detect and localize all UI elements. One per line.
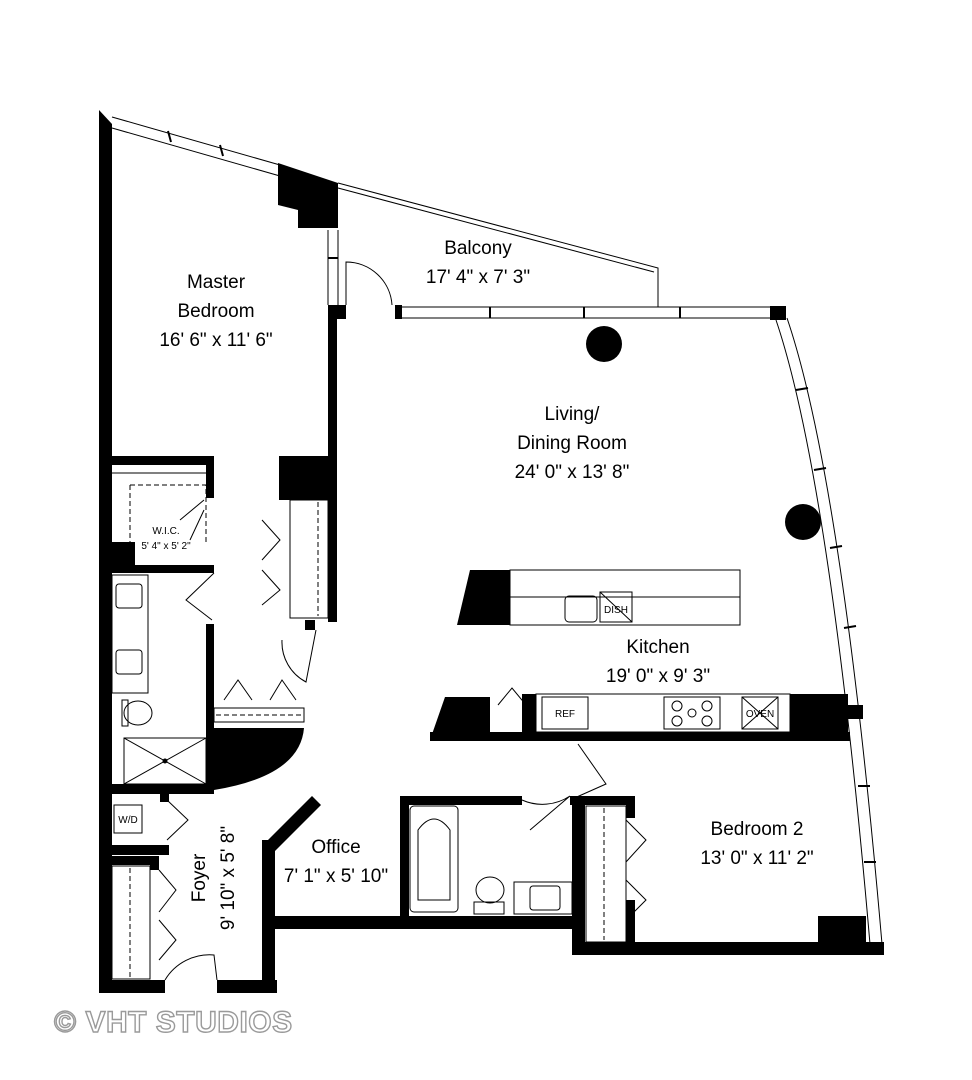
wic-east-wall xyxy=(206,456,214,498)
office-diagonal-wall xyxy=(262,796,321,851)
dish-label: DISH xyxy=(604,605,628,616)
bath2-sink xyxy=(529,885,561,911)
balcony-door xyxy=(345,261,393,306)
balcony-name: Balcony xyxy=(444,238,512,259)
vht-studios-watermark: © VHT STUDIOS xyxy=(53,1005,293,1039)
master-bedroom-name-1: Master xyxy=(187,272,246,293)
wic-corner xyxy=(99,542,135,573)
balcony-door-jamb xyxy=(395,305,402,319)
master-east-wall xyxy=(328,305,337,622)
bedroom2-size: 13' 0" x 11' 2" xyxy=(700,848,813,869)
wic-south-wall xyxy=(99,565,214,573)
bedroom2-name: Bedroom 2 xyxy=(711,819,804,840)
interior-walls xyxy=(99,305,850,950)
window-mullions xyxy=(167,130,876,863)
south-wall-office xyxy=(262,916,580,929)
bath-east-wall xyxy=(206,624,214,790)
living-name-2: Dining Room xyxy=(517,433,627,454)
kitchen-name: Kitchen xyxy=(626,637,689,658)
master-column xyxy=(278,163,338,228)
doors xyxy=(158,261,647,981)
oven-label: OVEN xyxy=(746,709,774,720)
wic-name: W.I.C. xyxy=(152,526,179,537)
island-block xyxy=(457,570,510,625)
wic-size: 5' 4" x 5' 2" xyxy=(141,541,191,552)
living-column-1 xyxy=(586,326,622,362)
kitchen-counter-east xyxy=(790,694,848,740)
bedroom2-west-wall xyxy=(572,796,585,955)
master-bedroom-name-2: Bedroom xyxy=(177,301,254,322)
closet-outlines xyxy=(111,472,627,980)
master-bedroom-size: 16' 6" x 11' 6" xyxy=(159,330,272,351)
laundry-south-wall xyxy=(99,845,169,855)
island-sink xyxy=(564,595,598,623)
washer-dryer xyxy=(113,804,143,834)
bath-south-wall xyxy=(99,784,214,794)
foyer-post xyxy=(150,856,159,870)
foyer-size: 9' 10" x 5' 8" xyxy=(218,826,239,930)
kitchen-counter-base xyxy=(430,732,850,741)
refrigerator xyxy=(541,696,589,730)
kitchen-counter-mid xyxy=(522,694,536,740)
toilet-1 xyxy=(123,700,153,726)
bath-curve-wall xyxy=(206,728,304,790)
kitchen-counter-west xyxy=(430,697,490,740)
cooktop xyxy=(663,696,721,730)
foyer-name: Foyer xyxy=(189,853,210,902)
fixtures xyxy=(111,569,791,915)
kitchen-size: 19' 0" x 9' 3" xyxy=(606,666,710,687)
kitchen-counter xyxy=(535,693,791,733)
room-labels: Master Bedroom 16' 6" x 11' 6" Balcony 1… xyxy=(118,238,813,930)
bath2-north-wall-east xyxy=(570,796,635,805)
office-east-wall xyxy=(262,840,275,993)
dishwasher xyxy=(599,591,633,623)
bathtub xyxy=(409,805,459,913)
oven xyxy=(741,696,779,730)
toilet-2 xyxy=(475,876,505,904)
bath2-vanity xyxy=(513,881,573,915)
living-size: 24' 0" x 13' 8" xyxy=(515,462,630,483)
laundry-post xyxy=(160,790,169,802)
wd-label: W/D xyxy=(118,815,137,826)
foyer-closet-wall xyxy=(99,856,159,865)
office-size: 7' 1" x 5' 10" xyxy=(284,866,388,887)
east-wall-post xyxy=(847,705,863,719)
bedroom2-corner-column xyxy=(818,916,866,946)
sink-1 xyxy=(115,583,143,609)
sink-2 xyxy=(115,649,143,675)
balcony-size: 17' 4" x 7' 3" xyxy=(426,267,530,288)
living-name-1: Living/ xyxy=(545,404,601,425)
south-wall-foyer-left xyxy=(99,980,165,993)
closet-post xyxy=(305,620,315,630)
vanity-counter xyxy=(111,574,149,694)
ref-label: REF xyxy=(555,709,575,720)
living-ne-corner xyxy=(770,306,786,320)
windows xyxy=(111,116,883,945)
exterior-walls xyxy=(99,110,884,993)
living-column-2 xyxy=(785,504,821,540)
bedroom2-closet-wall xyxy=(626,900,635,950)
office-name: Office xyxy=(311,837,360,858)
closet-block xyxy=(279,456,329,500)
shower xyxy=(123,737,207,785)
bedroom2-closet-post xyxy=(626,796,635,818)
south-wall-bedroom2 xyxy=(572,942,884,955)
bath2-north-wall xyxy=(400,796,522,805)
bath2-west-wall xyxy=(400,796,409,918)
master-south-wall xyxy=(99,456,214,465)
